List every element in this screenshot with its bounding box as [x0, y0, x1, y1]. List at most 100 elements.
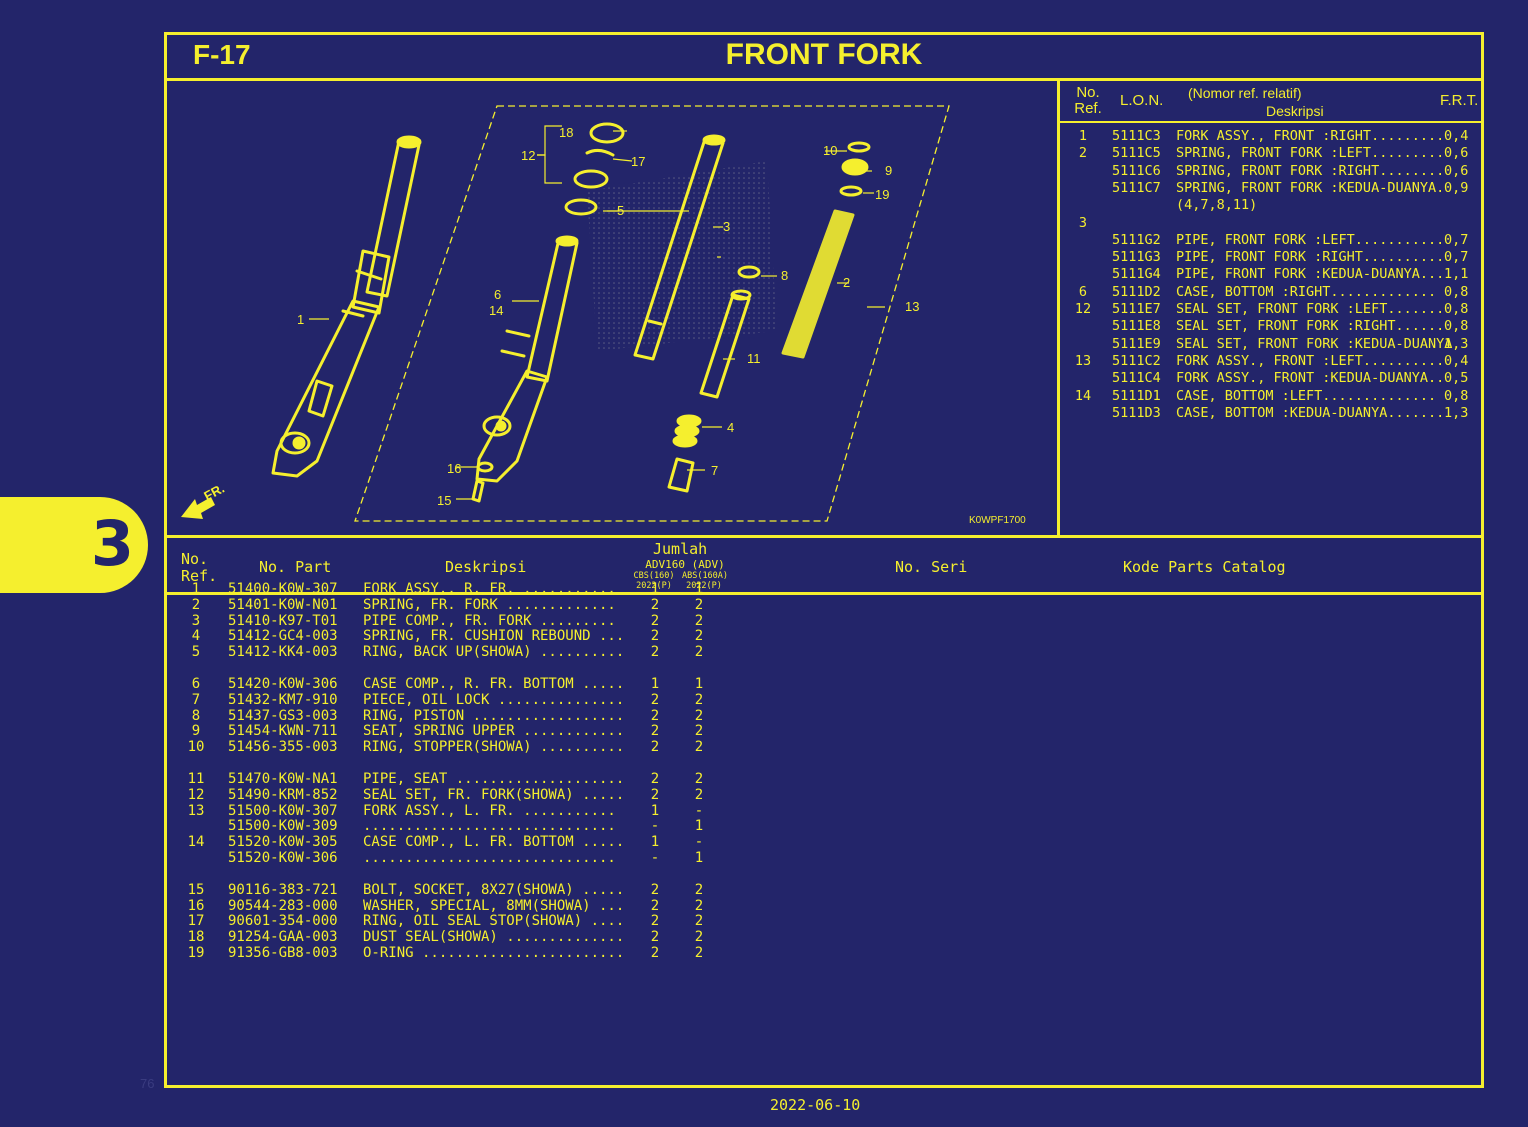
leader-lines — [309, 125, 885, 500]
part-number: 51520-K0W-305 — [228, 834, 338, 851]
ref-lon: 5111C3 — [1112, 128, 1161, 144]
part-8-piston-ring — [737, 265, 761, 279]
ref-frt: 0,7 — [1444, 231, 1469, 248]
ref-desc: FORK ASSY., FRONT :KEDUA-DUANYA.. — [1176, 370, 1445, 387]
qty-cbs: 1 — [650, 676, 660, 692]
qty-abs: 1 — [694, 850, 704, 866]
qty-cbs: 1 — [650, 834, 660, 851]
part-ref-no: 9 — [191, 723, 201, 740]
qty-cbs: 2 — [650, 739, 660, 756]
callout-3: 3 — [723, 219, 730, 234]
qty-cbs: 2 — [650, 881, 660, 898]
part-2-spring — [781, 209, 855, 359]
callout-12: 12 — [521, 148, 535, 163]
qty-abs: 2 — [694, 913, 704, 930]
ref-desc: (4,7,8,11) — [1176, 197, 1258, 214]
part-15-bolt — [471, 479, 485, 503]
page-code: F-17 — [193, 39, 251, 70]
ref-lon: 5111E7 — [1112, 301, 1161, 317]
ref-header-frt: F.R.T. — [1440, 92, 1479, 109]
ref-lon: 5111D1 — [1112, 387, 1161, 404]
ref-lon: 5111C2 — [1112, 352, 1161, 369]
catalog-page: F-17 FRONT FORK — [164, 32, 1484, 1088]
col-kode-parts-catalog: Kode Parts Catalog — [1123, 558, 1286, 576]
callout-5: 5 — [617, 203, 624, 218]
part-number: 90544-283-000 — [228, 897, 338, 914]
ref-desc: SPRING, FRONT FORK :KEDUA-DUANYA. — [1176, 179, 1445, 196]
part-number: 51412-KK4-003 — [228, 644, 338, 661]
ref-frt: 0,6 — [1444, 145, 1469, 162]
section-tab[interactable]: 3 — [0, 497, 148, 593]
part-number: 51401-K0W-N01 — [228, 596, 338, 613]
qty-cbs: 2 — [650, 644, 660, 661]
ref-desc: PIPE, FRONT FORK :RIGHT.......... — [1176, 249, 1445, 266]
part-number: 51470-K0W-NA1 — [228, 771, 338, 787]
qty-cbs: 2 — [650, 913, 660, 930]
ref-no: 2 — [1078, 145, 1088, 162]
col-no-seri: No. Seri — [895, 558, 968, 576]
part-description: RING, OIL SEAL STOP(SHOWA) .... — [363, 913, 625, 930]
part-drawings — [271, 122, 871, 503]
part-4-spring-rebound — [672, 414, 702, 448]
callout-4: 4 — [727, 420, 734, 435]
part-description: FORK ASSY., L. FR. ........... — [363, 802, 616, 819]
callout-14: 14 — [489, 303, 503, 318]
part-11-pipe-seat — [699, 289, 752, 399]
ref-frt: 0,4 — [1444, 128, 1469, 144]
qty-abs: 2 — [694, 771, 704, 787]
qty-abs: 1 — [694, 676, 704, 692]
ref-frt: 1,3 — [1444, 404, 1469, 421]
qty-cbs: 2 — [650, 723, 660, 740]
part-ref-no: 1 — [191, 581, 201, 597]
part-9-seat — [841, 158, 869, 176]
part-description: SEAL SET, FR. FORK(SHOWA) ..... — [363, 786, 625, 803]
ref-desc: SPRING, FRONT FORK :RIGHT........ — [1176, 162, 1445, 179]
front-fork-diagram: 1 2 3 4 5 6 7 8 9 10 11 12 13 14 15 16 1… — [181, 105, 1026, 526]
part-ref-no: 14 — [187, 834, 205, 851]
part-16-washer — [476, 461, 494, 473]
ref-desc: FORK ASSY., FRONT :RIGHT......... — [1176, 128, 1445, 144]
front-direction-arrow-icon: FR. — [181, 481, 227, 519]
qty-abs: 2 — [694, 628, 704, 645]
ref-desc: SEAL SET, FRONT FORK :RIGHT...... — [1176, 318, 1445, 335]
qty-abs: 2 — [694, 739, 704, 756]
part-description: SPRING, FR. CUSHION REBOUND ... — [363, 628, 625, 645]
ref-frt: 0,8 — [1444, 318, 1469, 335]
qty-cbs: 2 — [650, 707, 660, 724]
reference-panel: No. Ref. L.O.N. (Nomor ref. relatif) Des… — [1057, 81, 1484, 535]
qty-abs: - — [694, 802, 704, 819]
part-ref-no: 11 — [187, 771, 205, 787]
qty-cbs: 2 — [650, 771, 660, 787]
page-header: F-17 FRONT FORK — [167, 35, 1481, 81]
ref-frt: 0,4 — [1444, 352, 1469, 369]
part-description: PIPE, SEAT .................... — [363, 771, 625, 787]
part-19-o-ring — [839, 185, 863, 197]
callout-17: 17 — [631, 154, 645, 169]
qty-cbs: 2 — [650, 612, 660, 629]
page-number: 76 — [140, 1076, 155, 1091]
ref-no: 6 — [1078, 283, 1088, 300]
part-description: RING, STOPPER(SHOWA) .......... — [363, 739, 625, 756]
qty-abs: - — [694, 834, 704, 851]
ref-frt: 0,8 — [1444, 301, 1469, 317]
part-description: WASHER, SPECIAL, 8MM(SHOWA) ... — [363, 897, 625, 914]
qty-abs: 2 — [694, 929, 704, 946]
ref-frt: 0,6 — [1444, 162, 1469, 179]
ref-header-lon: L.O.N. — [1120, 92, 1164, 109]
ref-desc: SPRING, FRONT FORK :LEFT......... — [1176, 145, 1445, 162]
ref-lon: 5111G4 — [1112, 266, 1161, 283]
qty-abs: 1 — [694, 581, 704, 597]
col-year-2: 2022(P) — [686, 581, 722, 591]
part-ref-no: 18 — [187, 929, 205, 946]
part-description: DUST SEAL(SHOWA) .............. — [363, 929, 625, 946]
callout-11: 11 — [747, 351, 761, 366]
qty-abs: 2 — [694, 945, 704, 961]
callout-15: 15 — [437, 493, 451, 508]
part-description: BOLT, SOCKET, 8X27(SHOWA) ..... — [363, 881, 625, 898]
part-17-ring — [585, 148, 615, 157]
qty-cbs: 2 — [650, 945, 660, 961]
part-number: 51400-K0W-307 — [228, 581, 338, 597]
col-year-1: 2022(P) — [636, 581, 672, 591]
ref-lon: 5111D3 — [1112, 404, 1161, 421]
part-description: SPRING, FR. FORK ............. — [363, 596, 616, 613]
